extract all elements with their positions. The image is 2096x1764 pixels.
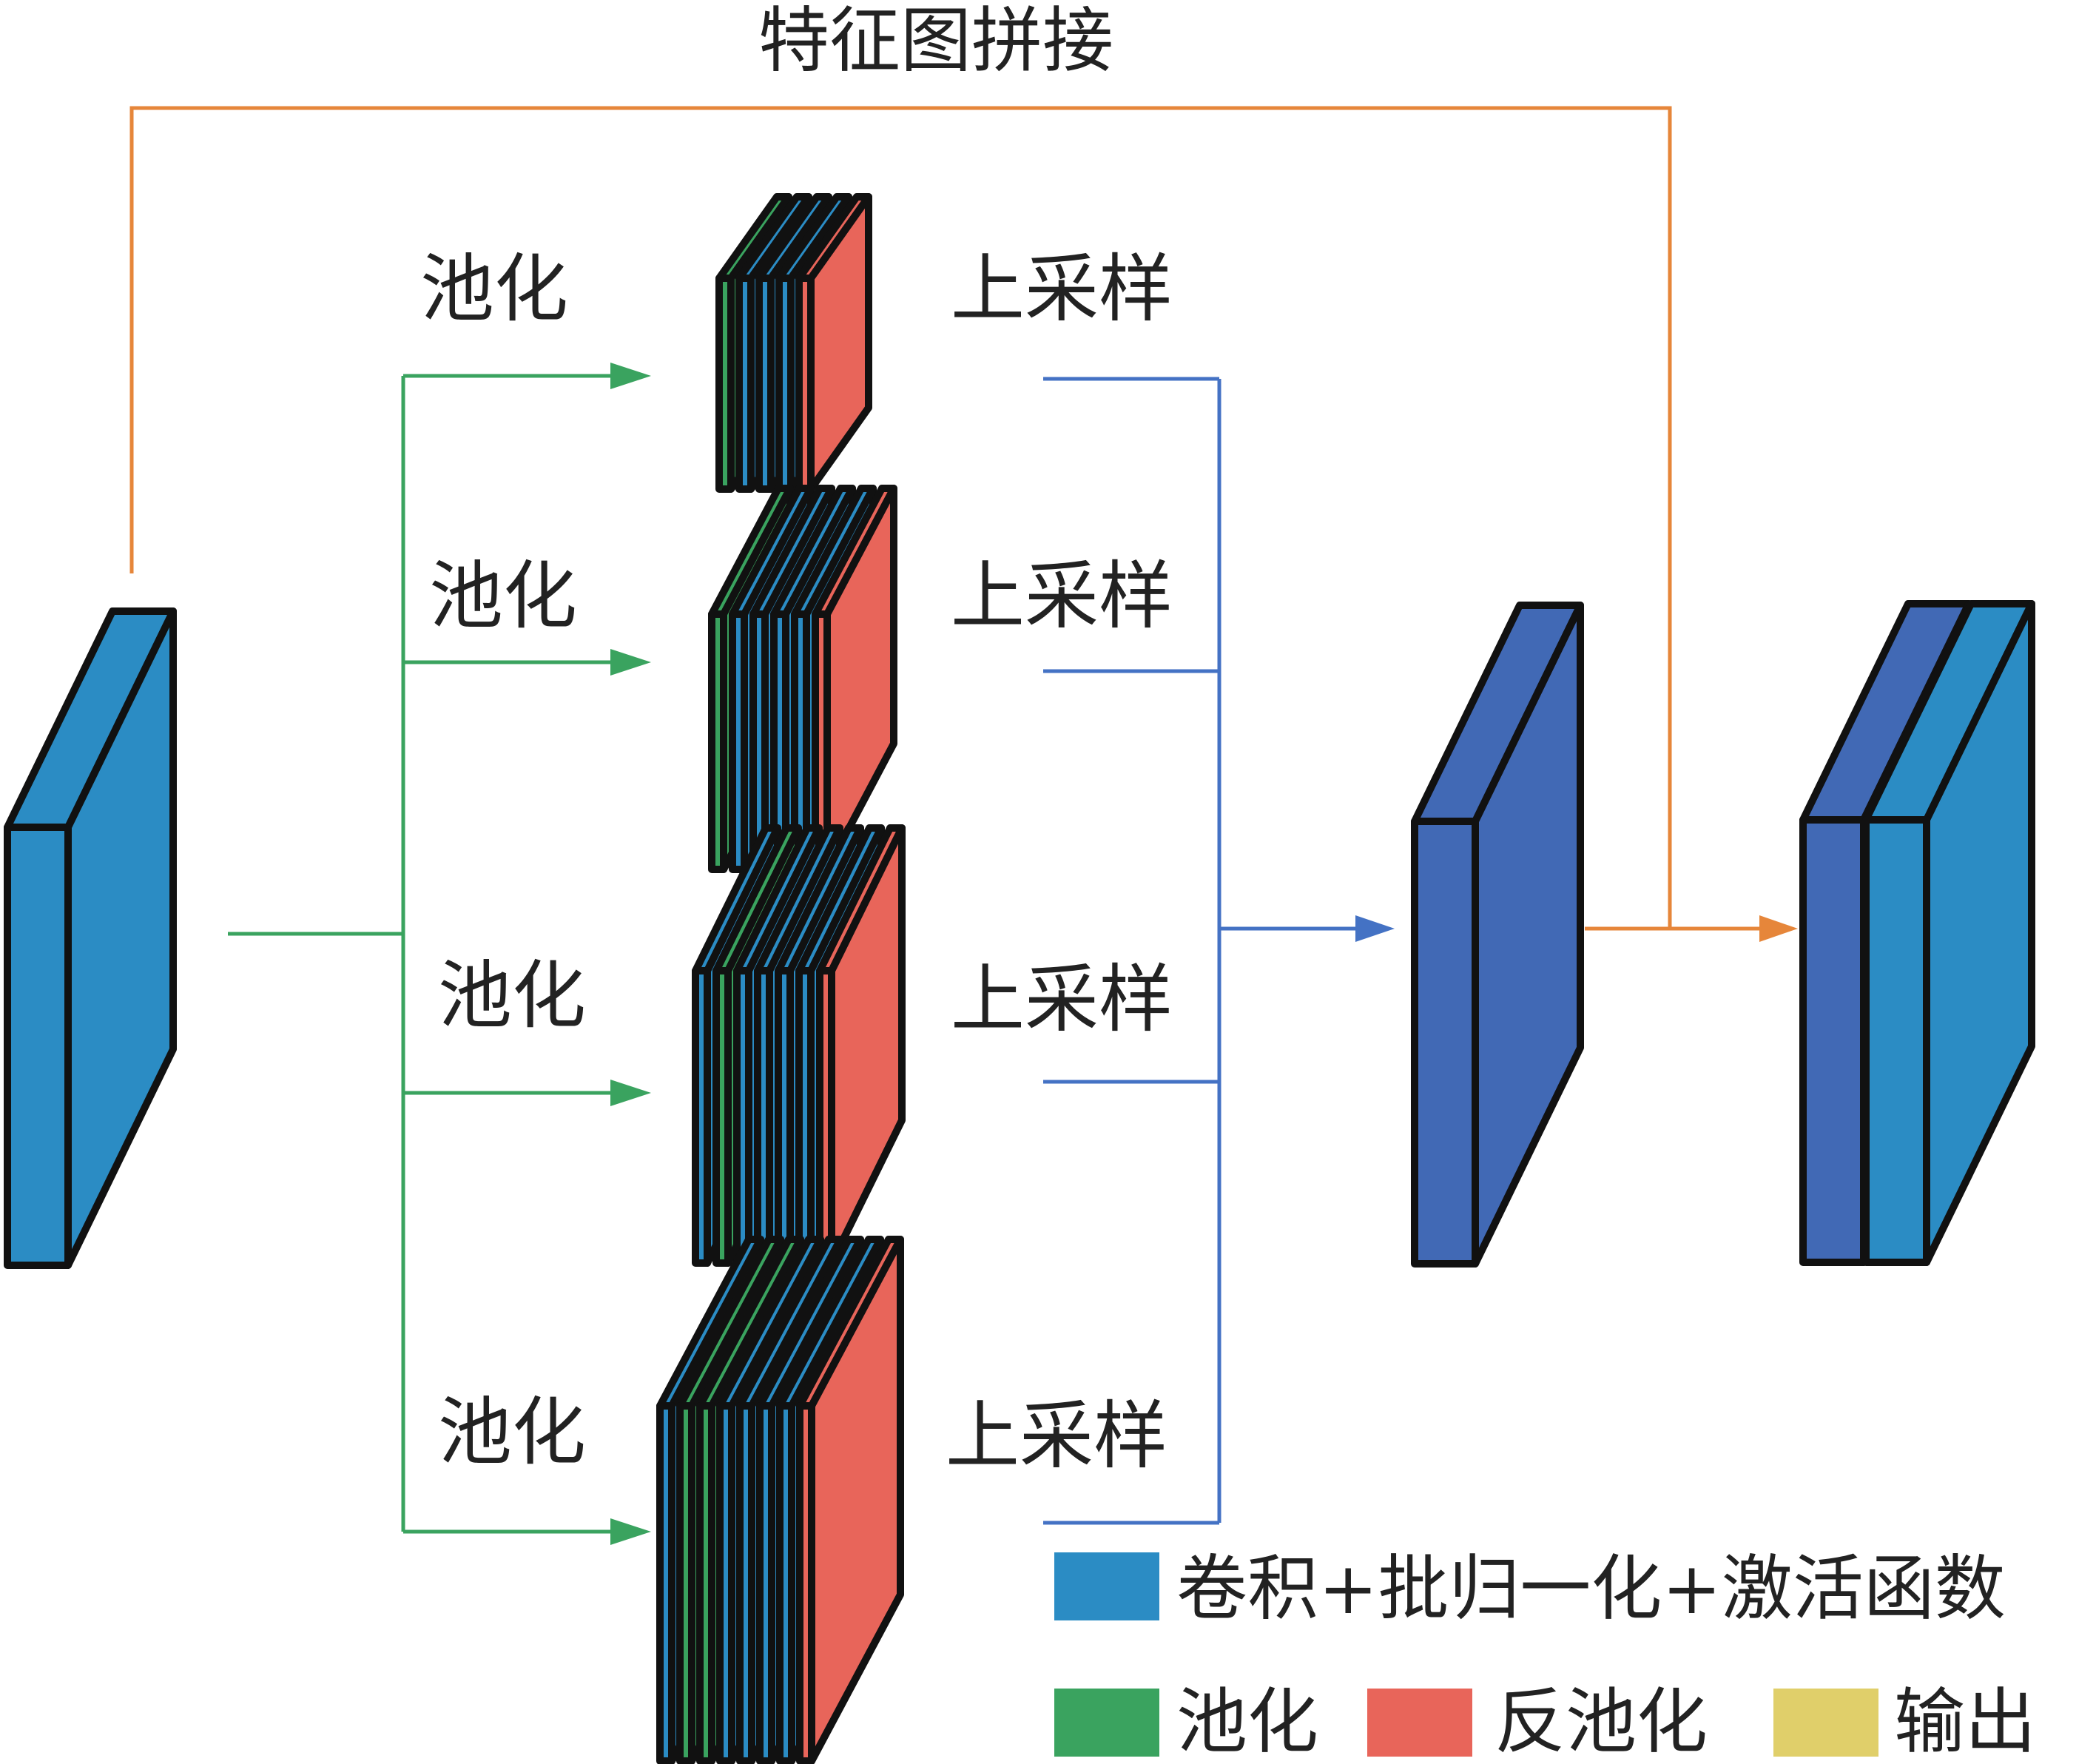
output-plate-2-front xyxy=(1862,816,1930,1266)
branch-3-layer-1-conv-front xyxy=(692,967,711,1267)
branch-stack-4 xyxy=(656,1236,904,1764)
branch-labels: 池化 池化 池化 池化 上采样 上采样 上采样 上采样 xyxy=(420,246,1173,1479)
legend-label-conv: 卷积+批归一化+激活函数 xyxy=(1176,1547,2006,1630)
legend-swatch-unpool xyxy=(1367,1689,1472,1757)
merged-plate xyxy=(1411,602,1584,1268)
branch-3-layer-5-conv-front xyxy=(775,967,794,1267)
input-plate xyxy=(4,607,177,1269)
feature-concat-connector xyxy=(129,106,1798,942)
branch-1-layer-4-conv-front xyxy=(775,275,795,493)
pyramid-branches xyxy=(656,193,906,1764)
branch-2-layer-6-unpool xyxy=(812,485,897,873)
branch-3-layer-7-unpool xyxy=(816,824,906,1267)
legend-label-output: 输出 xyxy=(1894,1680,2036,1763)
pool-label-3: 池化 xyxy=(438,952,586,1039)
pool-label-2: 池化 xyxy=(429,553,577,639)
branch-stack-3 xyxy=(692,824,906,1267)
merged-feature-block xyxy=(1411,602,1584,1268)
upsample-label-4: 上采样 xyxy=(946,1393,1167,1479)
title-label: 特征图拼接 xyxy=(758,0,1113,82)
branch-2-layer-1-pool-front xyxy=(708,610,727,873)
upsample-label-2: 上采样 xyxy=(951,553,1173,639)
branch-3-layer-7-unpool-front xyxy=(816,967,835,1267)
legend-label-unpool: 反池化 xyxy=(1495,1680,1708,1763)
pool-label-1: 池化 xyxy=(420,246,568,332)
legend-swatch-conv xyxy=(1054,1552,1159,1620)
branch-4-layer-4-conv-front xyxy=(716,1402,735,1764)
merged-plate-front xyxy=(1411,818,1479,1268)
branch-3-layer-4-conv-front xyxy=(754,967,773,1267)
upsample-label-1: 上采样 xyxy=(951,246,1173,332)
input-feature-block xyxy=(4,607,177,1269)
legend-label-pool: 池化 xyxy=(1176,1680,1318,1763)
branch-stack-1 xyxy=(715,193,872,493)
branch-4-layer-1-conv-front xyxy=(656,1402,675,1764)
branch-4-layer-3-pool-front xyxy=(696,1402,715,1764)
upsample-connector xyxy=(1043,377,1395,1525)
output-plate-2 xyxy=(1862,600,2035,1266)
branch-4-layer-6-conv-front xyxy=(756,1402,775,1764)
pooling-connector xyxy=(228,363,651,1545)
legend-swatch-pool xyxy=(1054,1689,1159,1757)
branch-3-layer-3-conv-front xyxy=(733,967,752,1267)
upsample-label-3: 上采样 xyxy=(951,956,1173,1043)
legend: 卷积+批归一化+激活函数 池化 反池化 输出 xyxy=(1054,1547,2036,1763)
branch-stack-2 xyxy=(708,485,897,873)
branch-4-layer-8-unpool xyxy=(796,1236,904,1764)
concatenated-output-block xyxy=(1799,600,2035,1266)
branch-2-layer-2-conv-front xyxy=(729,610,748,873)
branch-1-layer-3-conv-front xyxy=(755,275,775,493)
branch-4-layer-2-pool-front xyxy=(676,1402,695,1764)
output-plate-1-front xyxy=(1799,816,1867,1266)
branch-3-layer-6-conv-front xyxy=(795,967,815,1267)
branch-1-layer-1-pool-front xyxy=(715,275,735,493)
branch-3-layer-2-pool-front xyxy=(712,967,732,1267)
pool-label-4: 池化 xyxy=(438,1389,586,1475)
input-plate-front xyxy=(4,824,72,1269)
legend-swatch-output xyxy=(1773,1689,1878,1757)
branch-1-layer-5-unpool-front xyxy=(795,275,815,493)
branch-4-layer-8-unpool-front xyxy=(796,1402,815,1764)
branch-1-layer-2-conv-front xyxy=(735,275,755,493)
branch-4-layer-7-conv-front xyxy=(776,1402,795,1764)
branch-4-layer-5-conv-front xyxy=(736,1402,755,1764)
